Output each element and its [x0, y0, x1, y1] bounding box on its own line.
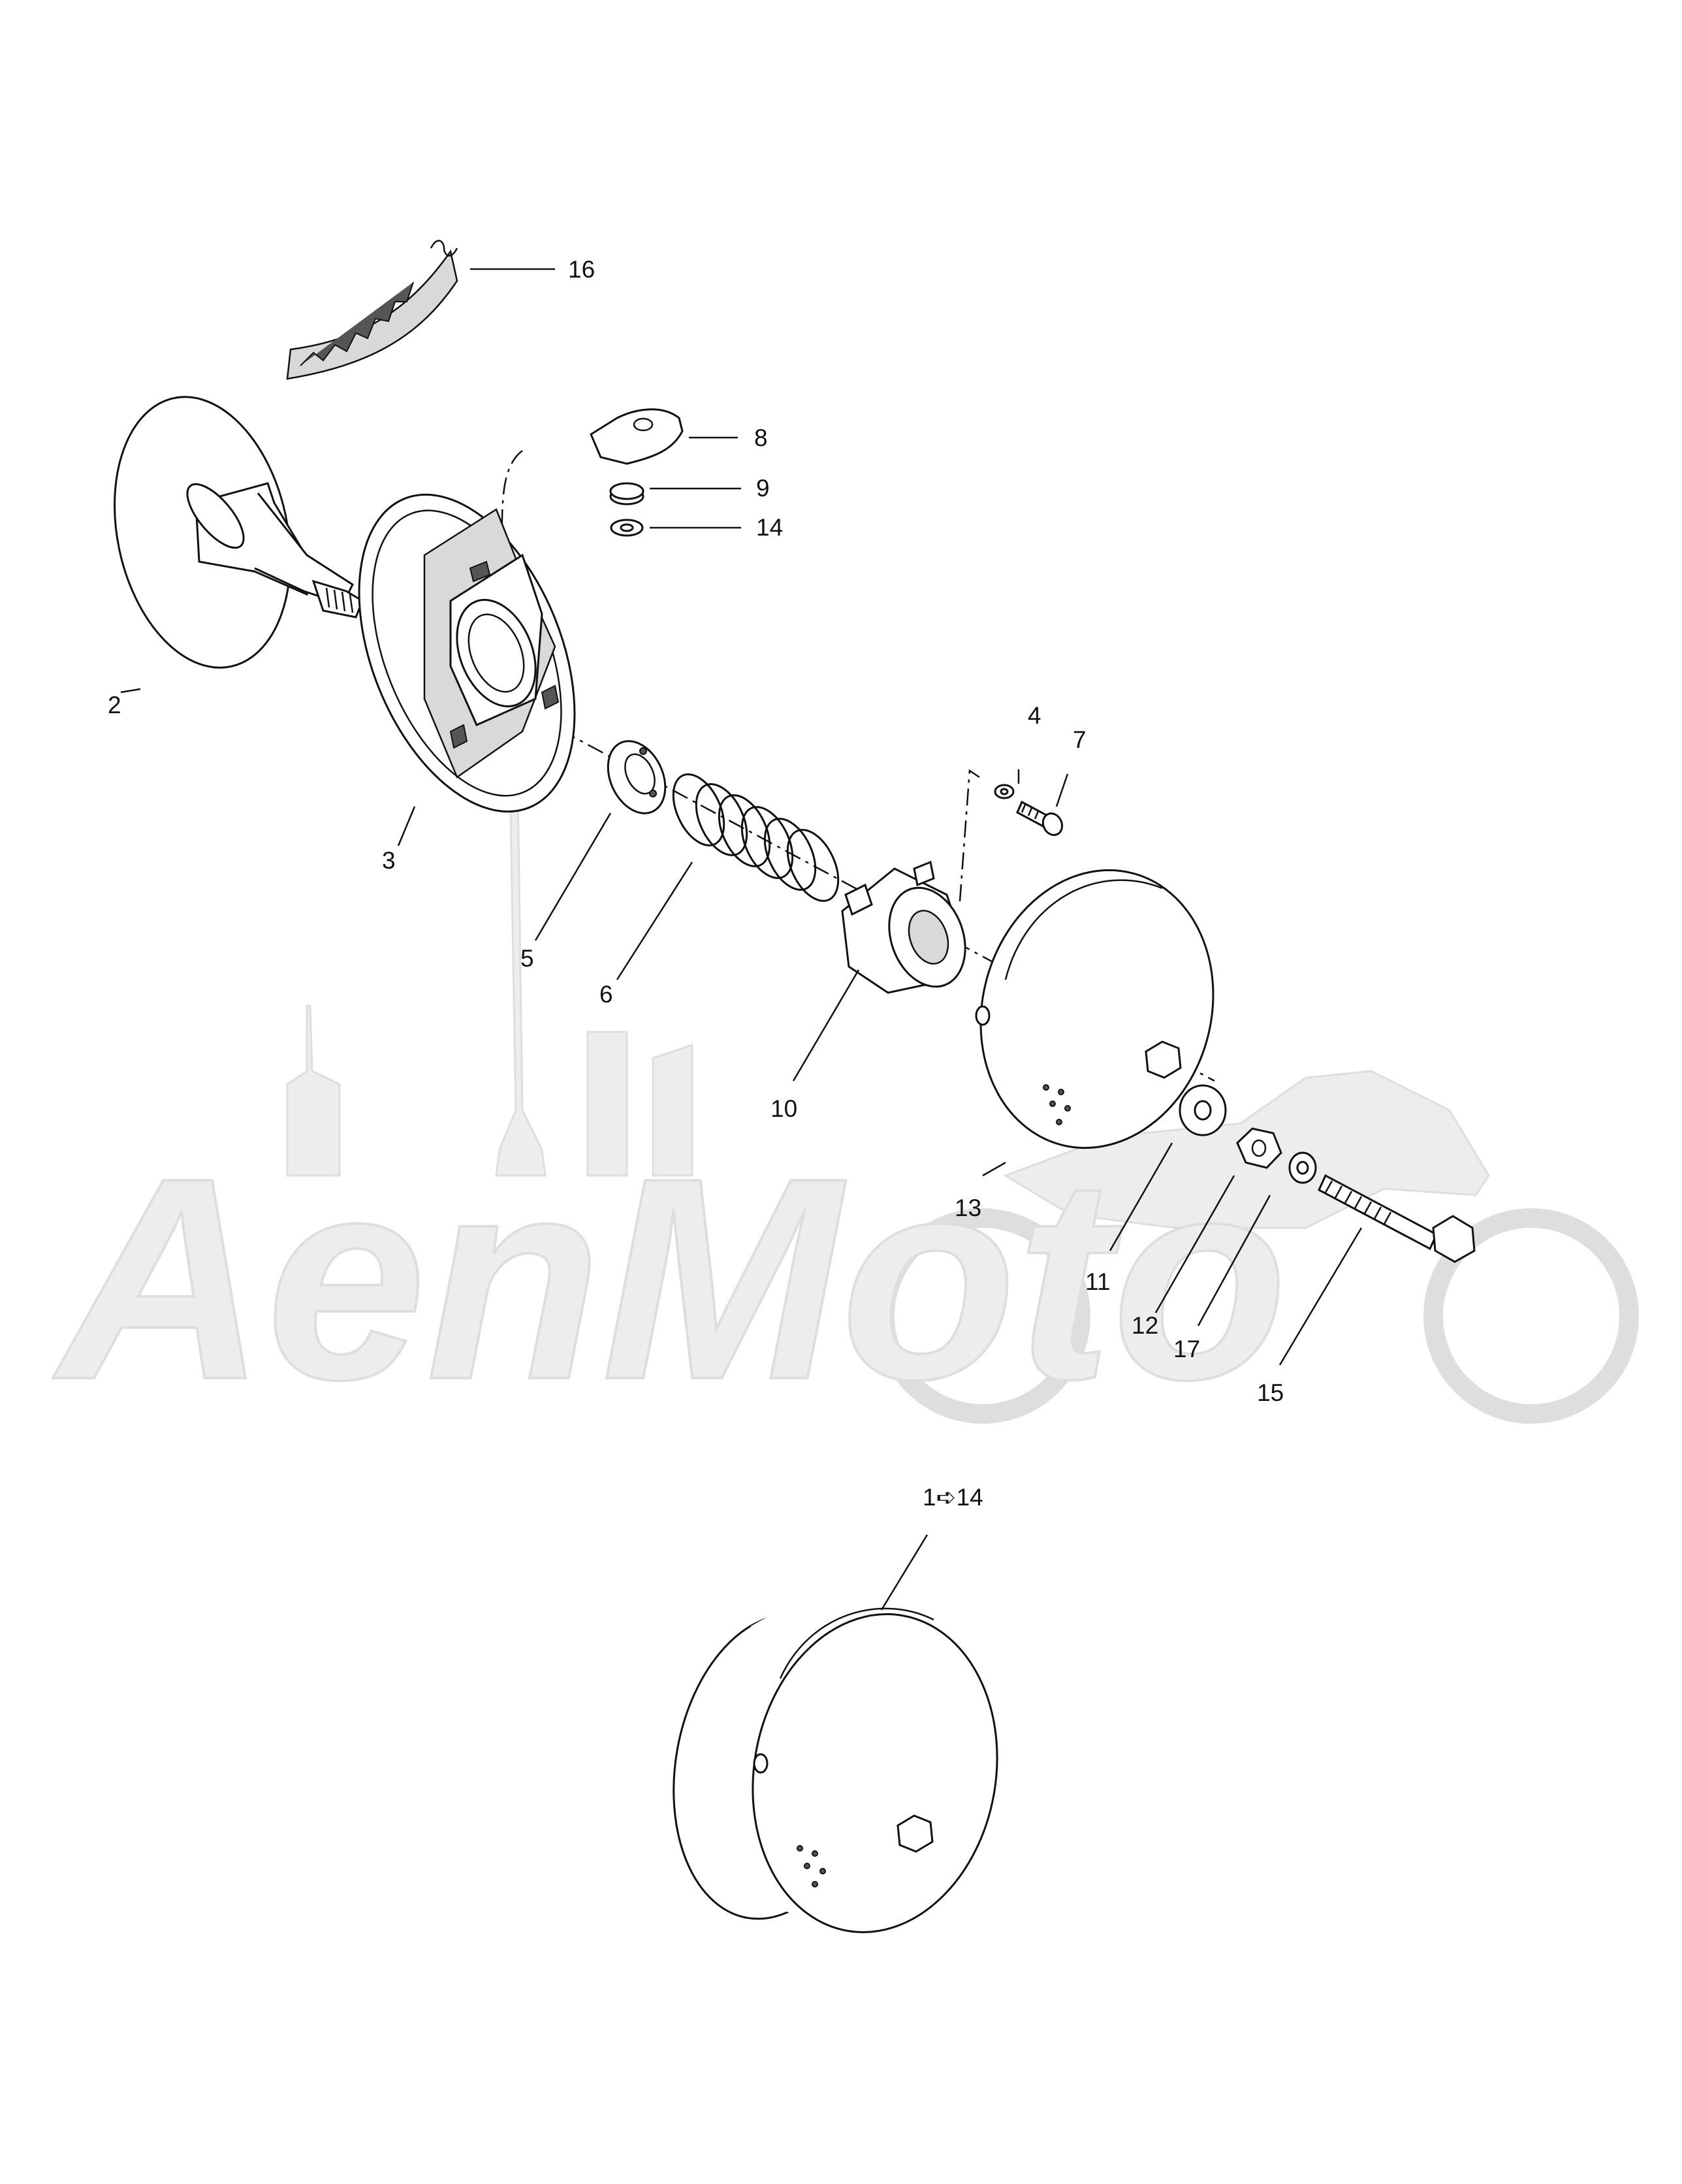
callout-9: 9 [756, 475, 770, 502]
callout-1-to-14: 1➪14 [923, 1484, 983, 1511]
part-4-washer [994, 784, 1015, 799]
callout-labels: 16 8 9 14 2 3 4 7 5 6 10 13 11 12 17 15 … [108, 256, 1284, 1511]
callout-3: 3 [382, 847, 396, 874]
watermark-spire-icon [286, 737, 693, 1177]
assembly-1-to-14 [673, 1599, 998, 1933]
watermark-logo-text: AenMoto [50, 1119, 1288, 1439]
part-16-drive-belt [286, 240, 458, 380]
watermark: AenMoto [48, 737, 1639, 1441]
callout-12: 12 [1132, 1312, 1158, 1339]
callout-5: 5 [520, 945, 534, 972]
part-12-nut [1236, 1127, 1282, 1169]
callout-4: 4 [1028, 702, 1041, 729]
part-7-screw [1016, 800, 1064, 837]
callout-15: 15 [1257, 1379, 1284, 1406]
part-14-washer [610, 519, 644, 537]
part-11-washer [1179, 1084, 1227, 1136]
callout-13: 13 [955, 1195, 981, 1221]
callout-14: 14 [756, 514, 783, 541]
part-3-sliding-sheave [358, 493, 576, 813]
callout-6: 6 [599, 981, 613, 1008]
callout-11: 11 [1085, 1268, 1110, 1295]
leader-lines [120, 268, 1363, 1611]
part-8-slider-shoe [590, 408, 684, 465]
part-13-cover [975, 869, 1214, 1149]
callout-17: 17 [1173, 1336, 1200, 1362]
part-5-retainer-plate [607, 740, 667, 814]
callout-10: 10 [770, 1095, 797, 1122]
part-6-spring [672, 773, 840, 902]
callout-2: 2 [108, 692, 121, 718]
callout-8: 8 [754, 425, 768, 451]
part-17-lock-washer [1288, 1151, 1317, 1184]
callout-16: 16 [568, 256, 595, 283]
part-10-cam-hub [841, 860, 966, 994]
part-2-fixed-sheave [114, 396, 364, 669]
part-15-bolt [1318, 1174, 1476, 1263]
callout-7: 7 [1073, 726, 1087, 753]
part-9-cap [609, 482, 644, 506]
